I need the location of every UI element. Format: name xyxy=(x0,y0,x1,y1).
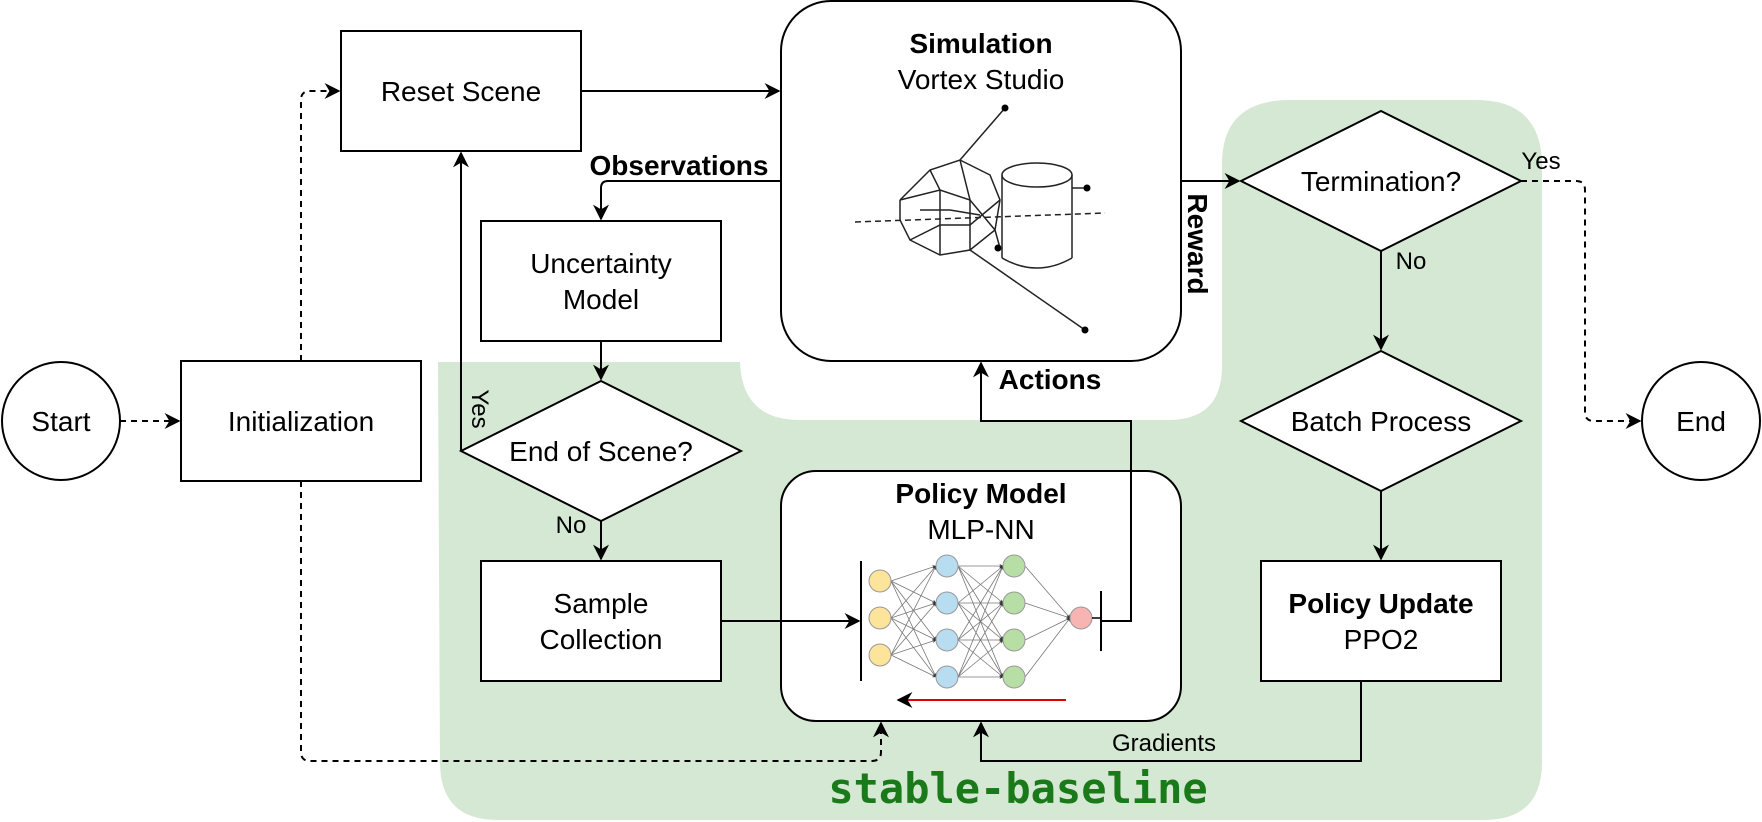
nn-neuron-layer-1 xyxy=(868,606,892,630)
end-node[interactable]: End xyxy=(1641,361,1761,481)
nn-neuron-layer-2 xyxy=(935,628,959,652)
edge-initialization-to-reset-scene xyxy=(300,83,341,361)
policy-model-node[interactable]: Policy Model MLP-NN xyxy=(780,470,1182,722)
nn-connection xyxy=(1024,602,1071,619)
policy-model-subtitle: MLP-NN xyxy=(927,514,1034,545)
sample-collection-line2: Collection xyxy=(540,624,663,655)
initialization-label: Initialization xyxy=(228,406,374,437)
nn-connection xyxy=(1024,617,1071,678)
start-node[interactable]: Start xyxy=(1,361,121,481)
observations-label: Observations xyxy=(590,150,769,181)
mesh-node-dot xyxy=(1001,104,1009,112)
mesh-node-dot xyxy=(1081,326,1089,334)
end-label: End xyxy=(1676,406,1726,437)
nn-connection xyxy=(1024,565,1071,619)
termination-label: Termination? xyxy=(1301,166,1461,197)
nn-neuron-layer-4 xyxy=(1069,606,1093,630)
nn-connection xyxy=(890,639,937,656)
nn-connection xyxy=(890,602,937,656)
edge-initialization-to-policy-model xyxy=(300,481,889,762)
nn-neuron-layer-1 xyxy=(868,569,892,593)
nn-connection xyxy=(890,565,937,656)
nn-connection xyxy=(890,654,937,678)
nn-connection xyxy=(1024,617,1071,641)
end-of-scene-no-label: No xyxy=(556,512,587,539)
reset-scene-node[interactable]: Reset Scene xyxy=(340,30,582,152)
nn-connections xyxy=(890,564,1071,679)
nn-neuron-layer-2 xyxy=(935,554,959,578)
sample-collection-line1: Sample xyxy=(554,588,649,619)
neural-network-illustration xyxy=(860,554,1102,708)
nn-neuron-layer-3 xyxy=(1002,591,1026,615)
nn-neuron-layer-1 xyxy=(868,643,892,667)
gradients-label: Gradients xyxy=(1112,730,1216,757)
batch-process-node[interactable]: Batch Process xyxy=(1238,349,1524,493)
nn-connection xyxy=(890,565,937,582)
uncertainty-model-node[interactable]: Uncertainty Model xyxy=(480,220,722,342)
simulation-mesh-illustration xyxy=(854,104,1106,334)
policy-model-title: Policy Model xyxy=(895,478,1066,509)
nn-connection xyxy=(957,602,1004,678)
stable-baseline-label: stable-baseline xyxy=(828,764,1207,813)
termination-no-label: No xyxy=(1396,248,1427,275)
uncertainty-model-line1: Uncertainty xyxy=(530,248,672,279)
nn-neuron-layer-3 xyxy=(1002,554,1026,578)
nn-neuron-layer-3 xyxy=(1002,665,1026,689)
uncertainty-model-line2: Model xyxy=(563,284,639,315)
termination-decision[interactable]: Termination? xyxy=(1238,109,1524,253)
edge-termination-yes xyxy=(1521,180,1642,429)
end-of-scene-label: End of Scene? xyxy=(509,436,693,467)
nn-connection xyxy=(957,565,1004,604)
nn-connection xyxy=(957,565,1004,641)
nn-connection xyxy=(957,565,1004,678)
end-of-scene-yes-label: Yes xyxy=(466,389,493,428)
nn-connection xyxy=(957,639,1004,678)
simulation-node[interactable]: Simulation Vortex Studio xyxy=(780,0,1182,362)
policy-update-subtitle: PPO2 xyxy=(1344,624,1419,655)
edge-observations xyxy=(593,180,781,221)
start-label: Start xyxy=(31,406,90,437)
batch-process-label: Batch Process xyxy=(1291,406,1472,437)
reset-scene-label: Reset Scene xyxy=(381,76,541,107)
edge-gradients xyxy=(973,681,1362,762)
policy-update-title: Policy Update xyxy=(1288,588,1473,619)
actions-label: Actions xyxy=(999,364,1102,395)
mesh-node-dot xyxy=(1083,184,1091,192)
edge-actions xyxy=(973,361,1132,622)
termination-yes-label: Yes xyxy=(1521,148,1560,175)
nn-neuron-layer-2 xyxy=(935,591,959,615)
end-of-scene-decision[interactable]: End of Scene? xyxy=(458,379,744,523)
policy-update-node[interactable]: Policy Update PPO2 xyxy=(1260,560,1502,682)
nn-neuron-layer-2 xyxy=(935,665,959,689)
nn-neuron-layer-3 xyxy=(1002,628,1026,652)
reward-label: Reward xyxy=(1182,193,1213,294)
simulation-subtitle: Vortex Studio xyxy=(898,64,1065,95)
sample-collection-node[interactable]: Sample Collection xyxy=(480,560,722,682)
nn-connection xyxy=(890,565,937,619)
simulation-title: Simulation xyxy=(909,28,1052,59)
initialization-node[interactable]: Initialization xyxy=(180,360,422,482)
mesh-node-dot xyxy=(994,244,1002,252)
